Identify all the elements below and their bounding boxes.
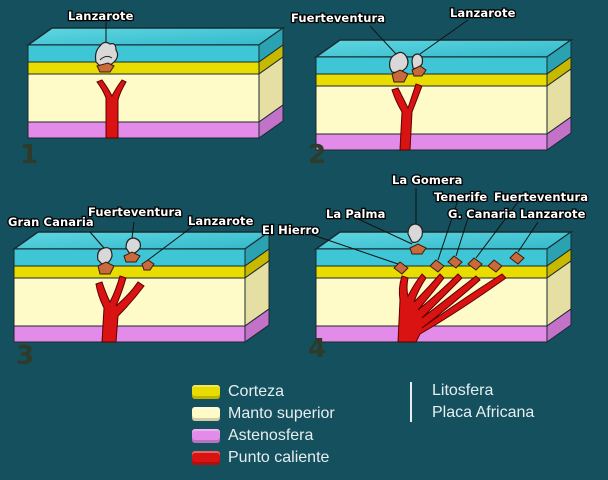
label-lanzarote: Lanzarote <box>68 9 134 23</box>
legend-label: Corteza <box>228 383 285 400</box>
legend-label: Manto superior <box>228 405 335 422</box>
panel-number-3: 3 <box>16 341 34 371</box>
label-gran-canaria: Gran Canaria <box>8 215 94 229</box>
swatch-astenosfera <box>192 429 220 443</box>
legend-item-punto-caliente: Punto caliente <box>192 448 329 468</box>
label-fuerteventura: Fuerteventura <box>494 190 588 204</box>
panel-3: Gran Canaria Fuerteventura Lanzarote 3 <box>7 204 270 371</box>
legend: Corteza Manto superior Astenosfera Punto… <box>192 382 592 474</box>
legend-label: Astenosfera <box>228 427 314 444</box>
swatch-corteza <box>192 385 220 399</box>
legend-divider <box>410 382 412 422</box>
swatch-manto-superior <box>192 407 220 421</box>
label-fuerteventura: Fuerteventura <box>88 205 182 219</box>
legend-label: Punto caliente <box>228 449 330 466</box>
label-g-canaria: G. Canaria <box>448 207 516 221</box>
label-lanzarote: Lanzarote <box>450 6 516 20</box>
legend-litosfera: Litosfera <box>432 382 494 399</box>
label-el-hierro: El Hierro <box>262 223 319 237</box>
legend-item-manto-superior: Manto superior <box>192 404 335 424</box>
panel-1: Lanzarote 1 <box>20 8 284 170</box>
label-la-gomera: La Gomera <box>392 173 463 187</box>
label-lanzarote: Lanzarote <box>188 214 254 228</box>
panel-number-4: 4 <box>308 334 326 364</box>
legend-placa-africana: Placa Africana <box>432 404 535 421</box>
panel-4: El Hierro La Palma La Gomera Tenerife G.… <box>261 172 590 364</box>
legend-item-astenosfera: Astenosfera <box>192 426 313 446</box>
panel-number-2: 2 <box>308 140 326 170</box>
swatch-punto-caliente <box>192 451 220 465</box>
legend-item-corteza: Corteza <box>192 382 284 402</box>
label-tenerife: Tenerife <box>434 190 487 204</box>
label-la-palma: La Palma <box>326 207 385 221</box>
label-fuerteventura: Fuerteventura <box>291 11 385 25</box>
panel-number-1: 1 <box>20 140 38 170</box>
panel-2: Fuerteventura Lanzarote 2 <box>290 5 572 170</box>
label-lanzarote: Lanzarote <box>520 207 586 221</box>
